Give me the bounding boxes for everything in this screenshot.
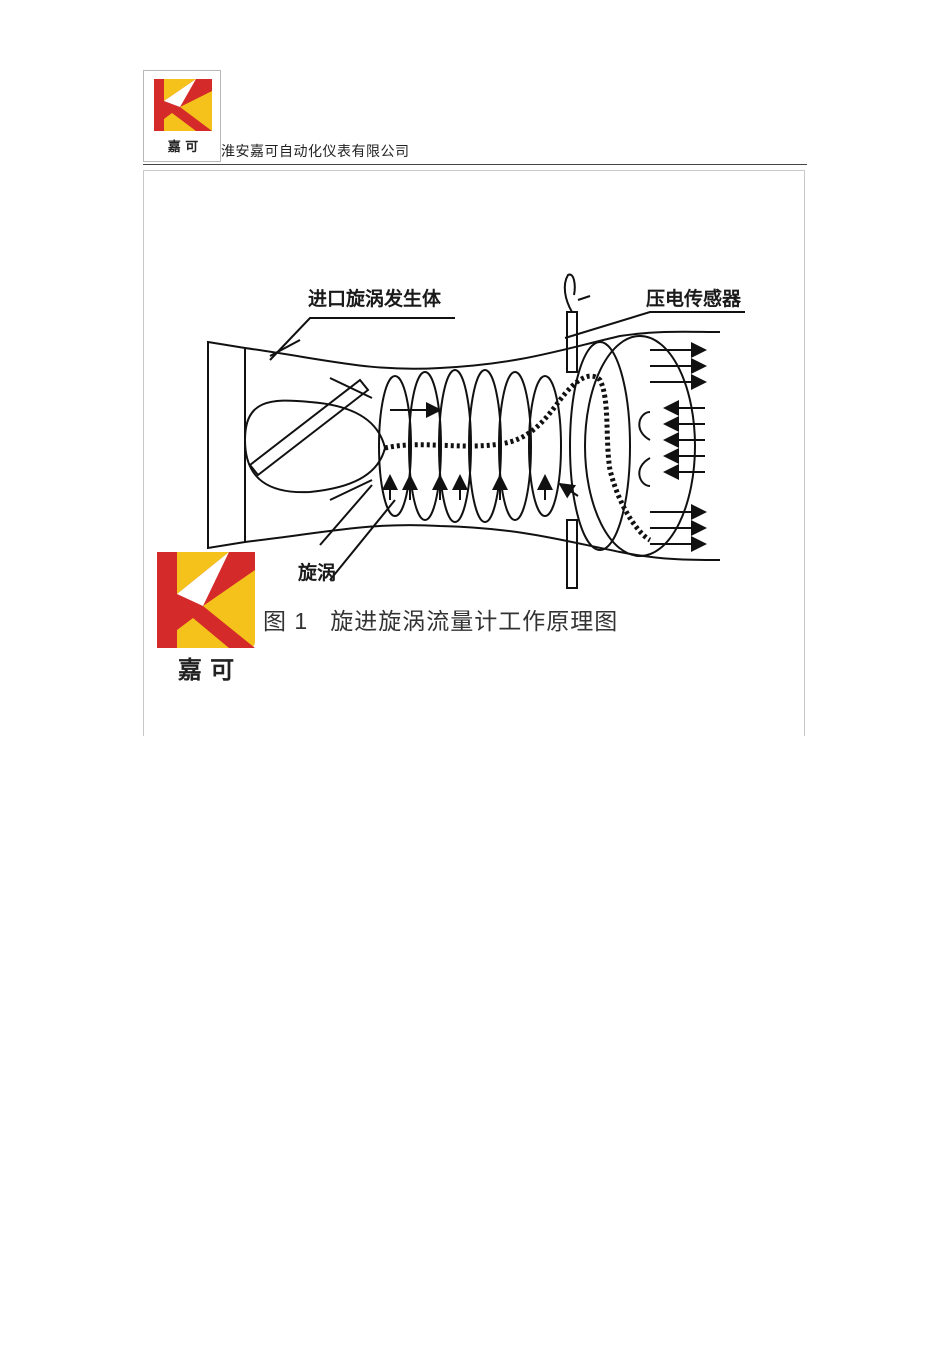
caption-number: 图 1 [263, 608, 309, 634]
sensor-rod [566, 311, 578, 373]
figure-caption: 图 1 旋进旋涡流量计工作原理图 [263, 602, 618, 636]
label-inlet-swirler: 进口旋涡发生体 [308, 288, 442, 310]
company-name: 淮安嘉可自动化仪表有限公司 [221, 144, 410, 160]
company-logo: 嘉 可 [143, 70, 221, 162]
svg-text:嘉 可: 嘉 可 [178, 656, 234, 684]
label-piezo-sensor: 压电传感器 [646, 288, 742, 310]
header-divider [143, 164, 807, 165]
label-vortex: 旋涡 [298, 562, 337, 584]
logo-k-icon: 嘉 可 [157, 552, 255, 684]
caption-title: 旋进旋涡流量计工作原理图 [330, 609, 619, 635]
svg-text:嘉 可: 嘉 可 [167, 139, 199, 155]
inlet-flange [207, 340, 246, 550]
swirler-body [243, 399, 387, 494]
watermark-logo: 嘉 可 [155, 550, 257, 690]
logo-k-icon: 嘉 可 [154, 79, 212, 155]
vortex-flowmeter-diagram [207, 273, 745, 589]
